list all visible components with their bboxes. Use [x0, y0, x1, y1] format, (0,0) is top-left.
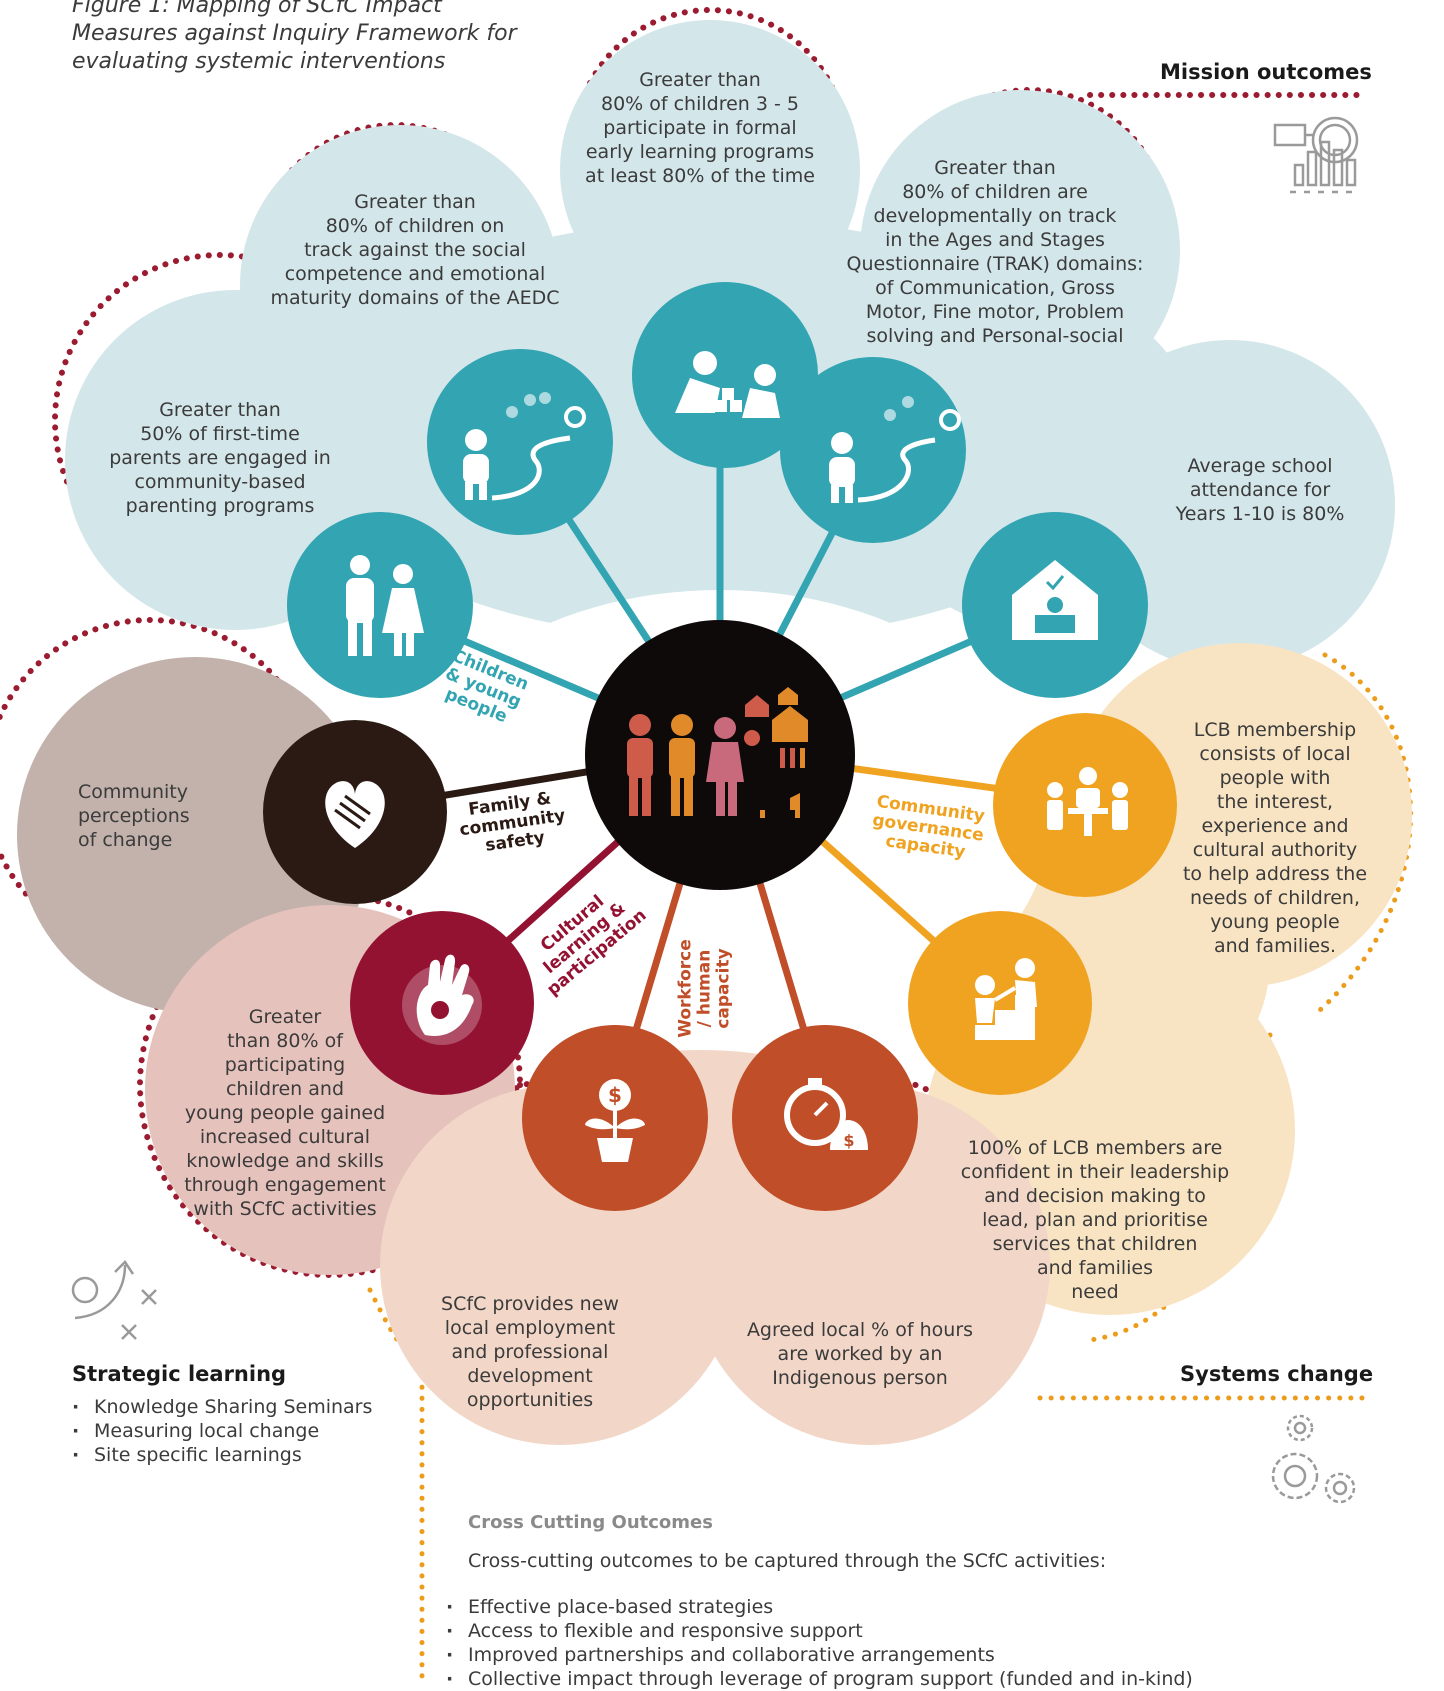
svg-text:$: $: [843, 1131, 854, 1150]
node-child-journey: [427, 349, 613, 535]
outcome-indigenous-hours: Agreed local % of hours are worked by an…: [746, 1319, 974, 1389]
strategy-play-icon: [71, 1260, 157, 1340]
child-journey-icon: [463, 392, 586, 501]
parents-with-babies-icon: [346, 555, 424, 656]
outcome-formal-early-learning: Greater than 80% of children 3 - 5 parti…: [585, 69, 815, 187]
outcome-community-perceptions: Community perceptions of change: [78, 781, 190, 851]
children-playing-blocks-icon: [675, 351, 780, 418]
systems-change-header: Systems change: [1180, 1362, 1374, 1386]
child-development-path-icon: [829, 396, 961, 503]
list-item: Access to flexible and responsive suppor…: [446, 1619, 1193, 1643]
outcome-school-attendance: Average school attendance for Years 1-10…: [1175, 455, 1345, 525]
list-item: Measuring local change: [72, 1419, 372, 1443]
outcome-parenting: Greater than 50% of first-time parents a…: [109, 399, 331, 517]
outcome-lcb-confidence: 100% of LCB members are confident in the…: [960, 1137, 1230, 1303]
outcome-developmental-track: Greater than 80% of children are develop…: [846, 157, 1144, 347]
list-item: Improved partnerships and collaborative …: [446, 1643, 1193, 1667]
node-parents: [287, 512, 473, 698]
stopwatch-money-bag-icon: $: [784, 1078, 868, 1150]
petals: [17, 20, 1412, 1445]
figure-caption: Figure 1: Mapping of SCfC Impact Measure…: [72, 0, 517, 74]
mission-outcomes-header: Mission outcomes: [1160, 60, 1372, 84]
category-workforce: Workforce / human capacity: [675, 939, 734, 1038]
node-development: [780, 357, 966, 543]
node-helping: [908, 911, 1092, 1095]
strategic-learning-header: Strategic learning: [72, 1362, 287, 1386]
money-plant-icon: $: [585, 1079, 645, 1162]
aboriginal-hand-print-icon: [402, 954, 482, 1045]
list-item: Knowledge Sharing Seminars: [72, 1395, 372, 1419]
node-stopwatch: [732, 1025, 918, 1211]
family-community-icon: [627, 687, 808, 818]
cross-cutting-list: Effective place-based strategies Access …: [446, 1595, 1193, 1691]
list-item: Effective place-based strategies: [446, 1595, 1193, 1619]
magnifier-chart-icon: [1273, 116, 1360, 194]
cross-cutting-title: Cross Cutting Outcomes: [468, 1512, 713, 1533]
meeting-table-icon: [1047, 767, 1128, 836]
outcome-employment: SCfC provides new local employment and p…: [441, 1293, 619, 1411]
outcome-social-competence: Greater than 80% of children on track ag…: [270, 191, 560, 309]
helping-up-stairs-icon: [955, 958, 1037, 1040]
heart-handshake-icon: [325, 781, 385, 848]
list-item: Collective impact through leverage of pr…: [446, 1667, 1193, 1691]
svg-text:$: $: [608, 1083, 622, 1107]
outcome-lcb-membership: LCB membership consists of local people …: [1182, 719, 1368, 957]
strategic-learning-list: Knowledge Sharing Seminars Measuring loc…: [72, 1395, 372, 1467]
list-item: Site specific learnings: [72, 1443, 372, 1467]
node-playing: [632, 282, 818, 468]
cross-cutting-intro: Cross-cutting outcomes to be captured th…: [468, 1550, 1107, 1572]
outcome-cultural-knowledge: Greater than 80% of participating childr…: [184, 1006, 386, 1220]
reading-at-school-icon: [1012, 560, 1098, 640]
gears-icon: [1271, 1414, 1356, 1504]
